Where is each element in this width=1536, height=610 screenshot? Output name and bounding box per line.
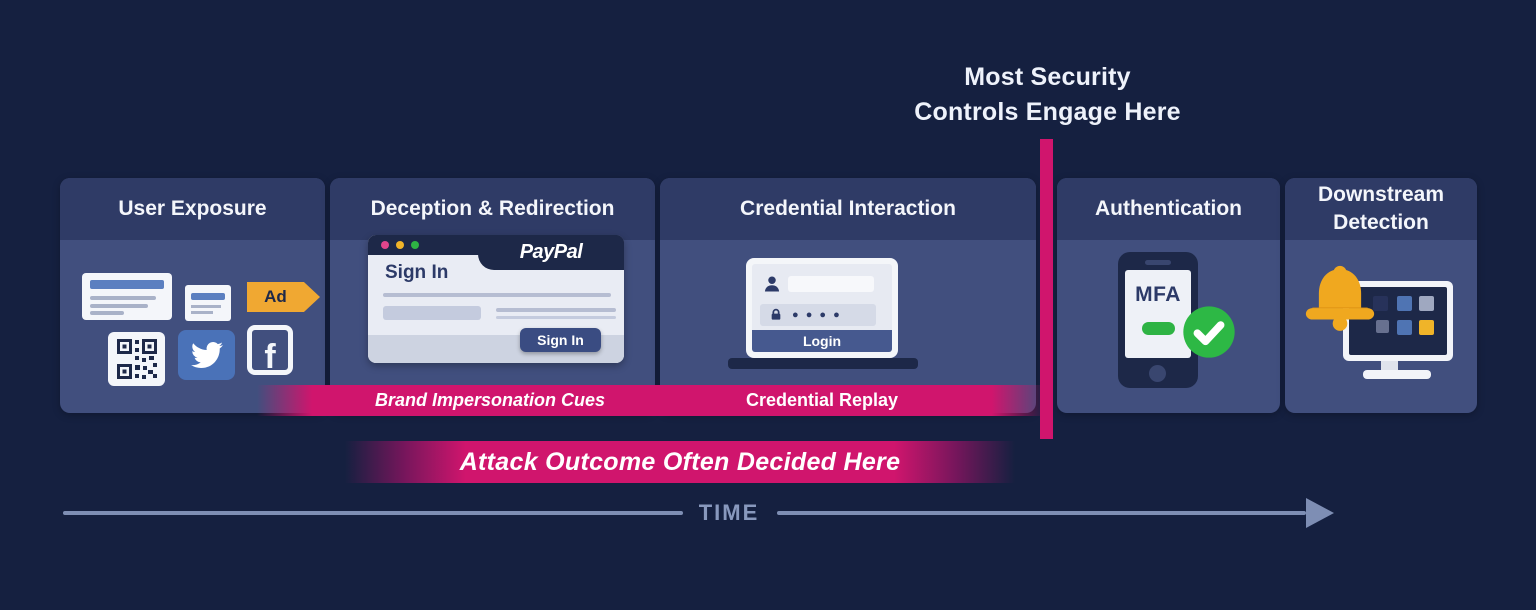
form-line: [496, 308, 616, 312]
smartphone-icon: MFA: [1118, 252, 1198, 388]
paypal-logo: PayPal: [519, 241, 583, 263]
stage-panel-authentication: Authentication MFA: [1057, 178, 1280, 413]
monitor-screen: [1349, 287, 1447, 355]
stage-panel-credential-interaction: Credential Interaction ● ● ● ●: [660, 178, 1036, 413]
panel-title-deception-redirection: Deception & Redirection: [330, 178, 655, 240]
qr-code-icon: [108, 332, 165, 386]
twitter-icon: [178, 330, 235, 380]
phone-home-button: [1149, 365, 1166, 382]
mfa-label: MFA: [1135, 283, 1181, 306]
time-axis-label: TIME: [698, 500, 760, 525]
panel-title-user-exposure: User Exposure: [60, 178, 325, 240]
username-row: [762, 274, 874, 294]
attack-outcome-label: Attack Outcome Often Decided Here: [459, 447, 901, 476]
facebook-glyph: f: [264, 338, 276, 375]
monitor-stand-base: [1363, 370, 1431, 379]
band-label-brand-impersonation: Brand Impersonation Cues: [374, 390, 606, 410]
dashboard-tile: [1376, 320, 1389, 333]
time-axis-line: [63, 511, 683, 515]
stage-panel-deception-redirection: Deception & Redirection PayPal Sign In S…: [330, 178, 655, 413]
stage-panel-downstream-detection: Downstream Detection: [1285, 178, 1477, 413]
monitor-stand: [1381, 361, 1398, 372]
ad-tag-icon: Ad: [247, 282, 320, 312]
traffic-light-dots-icon: [381, 241, 419, 249]
dashboard-tile: [1397, 296, 1412, 311]
signin-heading: Sign In: [385, 262, 449, 283]
security-controls-annotation: Most Security Controls Engage Here: [860, 60, 1235, 130]
password-row: ● ● ● ●: [760, 304, 876, 326]
form-line: [383, 293, 611, 297]
dashboard-tile: [1419, 320, 1434, 335]
mfa-approve-slider: [1141, 322, 1175, 335]
time-axis-line: [777, 511, 1306, 515]
paypal-brand-tab: PayPal: [478, 235, 624, 270]
dashboard-tile: [1397, 320, 1412, 335]
laptop-base: [728, 358, 918, 369]
phone-screen: MFA: [1125, 270, 1191, 358]
password-mask: ● ● ● ●: [792, 309, 842, 321]
form-input-field: [383, 306, 481, 320]
stage-panel-user-exposure: User Exposure Ad: [60, 178, 325, 413]
dashboard-tile: [1373, 296, 1388, 311]
mfa-check-icon: [1183, 306, 1235, 358]
signin-button: Sign In: [520, 328, 601, 352]
ad-tag-label: Ad: [264, 287, 287, 306]
panel-title-credential-interaction: Credential Interaction: [660, 178, 1036, 240]
attack-technique-band: Brand Impersonation Cues Credential Repl…: [257, 385, 1047, 416]
panel-title-authentication: Authentication: [1057, 178, 1280, 240]
username-field: [788, 276, 874, 292]
dashboard-tile: [1419, 296, 1434, 311]
newsletter-icon: [82, 273, 172, 320]
browser-window-icon: PayPal Sign In Sign In: [368, 235, 624, 363]
facebook-icon: f: [247, 325, 293, 375]
login-button: Login: [752, 330, 892, 352]
attack-outcome-banner: Attack Outcome Often Decided Here: [345, 441, 1015, 483]
annotation-line-2: Controls Engage Here: [914, 98, 1181, 126]
email-icon: [185, 285, 231, 321]
panel-title-downstream-detection: Downstream Detection: [1285, 178, 1477, 240]
lock-icon: [771, 308, 781, 320]
band-label-credential-replay: Credential Replay: [745, 390, 899, 410]
alert-bell-icon: [1305, 265, 1375, 331]
time-arrow-icon: [1306, 498, 1334, 528]
annotation-line-1: Most Security: [964, 63, 1131, 91]
form-line: [496, 316, 616, 319]
user-icon: [764, 276, 780, 292]
laptop-login-icon: ● ● ● ● Login: [746, 258, 898, 358]
monitor-dashboard-icon: [1343, 281, 1453, 361]
security-controls-marker-line: [1040, 139, 1053, 439]
phone-speaker: [1145, 260, 1171, 265]
